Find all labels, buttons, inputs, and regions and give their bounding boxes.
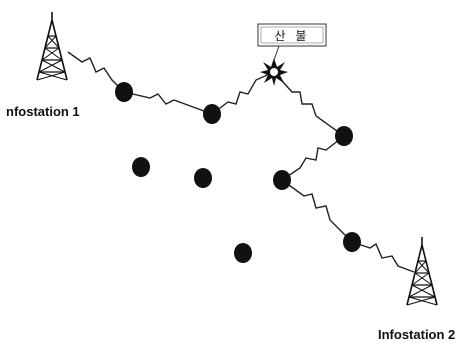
node bbox=[115, 82, 133, 102]
node bbox=[335, 126, 353, 146]
fire-label-text: 산 불 bbox=[275, 29, 310, 43]
wireless-link bbox=[281, 135, 345, 181]
radio-tower-icon bbox=[36, 11, 68, 81]
node bbox=[273, 170, 291, 190]
fire-burst-icon bbox=[260, 58, 288, 86]
wired-link bbox=[123, 91, 213, 115]
wireless-link bbox=[211, 71, 275, 115]
wireless-link bbox=[281, 179, 353, 243]
links bbox=[67, 51, 415, 273]
node bbox=[343, 232, 361, 252]
wireless-link bbox=[273, 71, 345, 137]
station2-label: Infostation 2 bbox=[378, 327, 455, 342]
wireless-link bbox=[67, 51, 125, 93]
node bbox=[132, 157, 150, 177]
nodes bbox=[115, 82, 361, 263]
node bbox=[234, 243, 252, 263]
node bbox=[203, 104, 221, 124]
station1-label: nfostation 1 bbox=[6, 104, 80, 119]
node bbox=[194, 168, 212, 188]
wireless-link bbox=[351, 241, 415, 273]
fire-label: 산 불 bbox=[257, 23, 327, 61]
